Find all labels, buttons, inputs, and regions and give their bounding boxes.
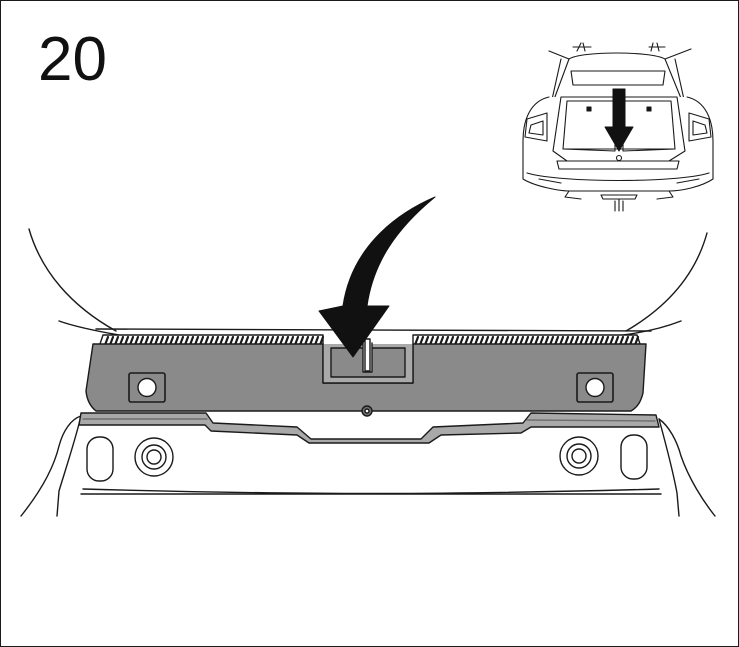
left-latch-slot (86, 436, 114, 482)
right-latch-slot (620, 434, 648, 480)
curved-arrow-down-icon (318, 196, 436, 358)
inset-car-rear (522, 42, 714, 212)
rear-bumper (20, 415, 716, 517)
down-arrow-icon (604, 88, 634, 152)
step-number: 20 (38, 25, 107, 94)
trim-panel (78, 338, 660, 444)
car-body-outline (28, 228, 708, 336)
